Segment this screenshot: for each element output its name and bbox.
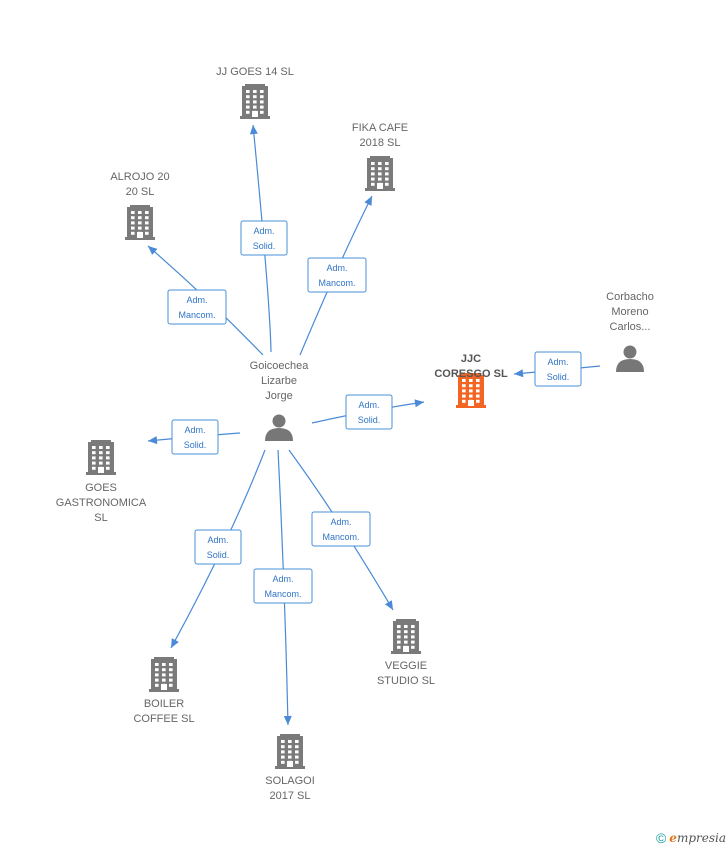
node-label: STUDIO SL: [377, 675, 435, 687]
node-label: JJ GOES 14 SL: [216, 66, 294, 78]
relation-label[interactable]: Adm. Solid.: [194, 529, 242, 565]
building-icon: [365, 156, 395, 191]
node-goesgas[interactable]: GOES GASTRONOMICA SL: [56, 440, 147, 524]
node-label: VEGGIE: [385, 660, 427, 672]
node-boiler[interactable]: BOILER COFFEE SL: [133, 657, 195, 725]
node-label: 2017 SL: [270, 790, 311, 802]
node-label: Corbacho: [606, 291, 654, 303]
relation-label-text: Solid.: [547, 372, 570, 382]
node-label: GASTRONOMICA: [56, 497, 147, 509]
node-label: FIKA CAFE: [352, 122, 408, 134]
building-icon: [456, 373, 486, 408]
node-label: COFFEE SL: [133, 713, 194, 725]
relation-label[interactable]: Adm. Solid.: [240, 220, 288, 256]
relation-label-text: Adm.: [207, 535, 228, 545]
edge-line: [252, 124, 272, 353]
relation-label-box: [307, 257, 367, 293]
arrow-head: [249, 125, 258, 135]
node-label: 2018 SL: [360, 137, 401, 149]
node-label: ALROJO 20: [110, 171, 169, 183]
relation-label[interactable]: Adm. Solid.: [345, 394, 393, 430]
brand-name: mpresia: [676, 831, 726, 845]
relation-label[interactable]: Adm. Mancom.: [253, 568, 313, 604]
arrow-head: [148, 246, 158, 255]
relation-label-text: Mancom.: [264, 589, 301, 599]
relation-label-text: Adm.: [330, 517, 351, 527]
node-corbacho[interactable]: CorbachoMorenoCarlos...: [606, 291, 654, 372]
building-icon: [125, 205, 155, 240]
arrow-head: [148, 436, 158, 445]
relation-label-text: Solid.: [253, 241, 276, 251]
relation-label-text: Solid.: [184, 440, 207, 450]
node-veggie[interactable]: VEGGIE STUDIO SL: [377, 619, 435, 687]
relation-label-box: [253, 568, 313, 604]
node-label: Jorge: [265, 390, 293, 402]
node-label: 20 SL: [126, 186, 155, 198]
relation-label-box: [345, 394, 393, 430]
person-icon: [265, 414, 293, 441]
relation-label-box: [534, 351, 582, 387]
relation-label-text: Adm.: [358, 400, 379, 410]
relation-label-text: Solid.: [207, 550, 230, 560]
relation-label[interactable]: Adm. Mancom.: [167, 289, 227, 325]
node-jjgoes[interactable]: JJ GOES 14 SL: [216, 66, 294, 119]
relation-label-text: Mancom.: [178, 310, 215, 320]
node-label: Moreno: [611, 306, 648, 318]
node-label: Lizarbe: [261, 375, 297, 387]
node-jjc[interactable]: JJC CORESGO SL: [434, 353, 508, 408]
footer-brand: © empresia: [656, 830, 726, 846]
node-label: GOES: [85, 482, 117, 494]
node-label: Goicoechea: [250, 360, 310, 372]
relation-label-text: Adm.: [186, 295, 207, 305]
node-label: BOILER: [144, 698, 184, 710]
relation-label[interactable]: Adm. Mancom.: [307, 257, 367, 293]
copyright-icon: ©: [655, 830, 667, 846]
arrow-head: [414, 399, 424, 408]
node-label: Carlos...: [610, 321, 651, 333]
arrow-head: [384, 600, 393, 610]
building-icon: [275, 734, 305, 769]
relation-label-text: Adm.: [253, 226, 274, 236]
brand-logo-initial: e: [669, 831, 677, 845]
building-icon: [86, 440, 116, 475]
relation-label-box: [311, 511, 371, 547]
arrow-head: [514, 369, 524, 378]
arrow-head: [171, 638, 179, 648]
node-alrojo[interactable]: ALROJO 20 20 SL: [110, 171, 170, 240]
relation-label[interactable]: Adm. Solid.: [534, 351, 582, 387]
relation-label-text: Adm.: [326, 263, 347, 273]
relation-label-text: Adm.: [547, 357, 568, 367]
node-solagoi[interactable]: SOLAGOI 2017 SL: [265, 734, 315, 802]
node-label: CORESGO SL: [434, 368, 508, 380]
relation-label[interactable]: Adm. Mancom.: [311, 511, 371, 547]
relation-label-text: Adm.: [272, 574, 293, 584]
building-icon: [391, 619, 421, 654]
relation-label-text: Mancom.: [318, 278, 355, 288]
node-label: SOLAGOI: [265, 775, 315, 787]
node-label: SL: [94, 512, 107, 524]
node-label: JJC: [461, 353, 481, 365]
arrow-head: [364, 196, 372, 206]
node-fika[interactable]: FIKA CAFE 2018 SL: [352, 122, 408, 191]
building-icon: [240, 84, 270, 119]
relation-label-text: Solid.: [358, 415, 381, 425]
relation-label-box: [171, 419, 219, 455]
relation-label-box: [240, 220, 288, 256]
relation-label[interactable]: Adm. Solid.: [171, 419, 219, 455]
relation-label-box: [194, 529, 242, 565]
person-icon: [616, 345, 644, 372]
building-icon: [149, 657, 179, 692]
relation-label-box: [167, 289, 227, 325]
edge-goicoechea-to-jjgoes: [249, 124, 272, 353]
relation-label-text: Adm.: [184, 425, 205, 435]
relation-label-text: Mancom.: [322, 532, 359, 542]
arrow-head: [283, 715, 292, 725]
